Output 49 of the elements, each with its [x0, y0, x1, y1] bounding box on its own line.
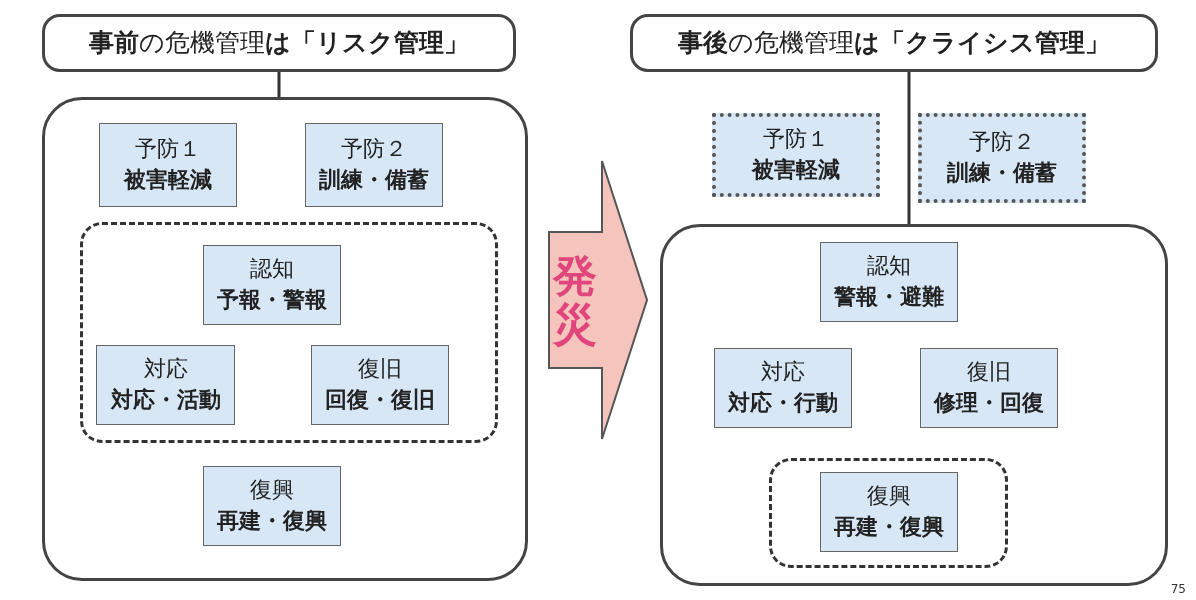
process-box [203, 245, 341, 325]
process-box [311, 345, 449, 425]
box-heading: 復旧 [358, 355, 402, 384]
event-label: 発災 [553, 251, 597, 349]
process-box [96, 345, 235, 425]
process-box [712, 113, 880, 197]
box-heading: 予防２ [341, 135, 407, 164]
title-box [630, 14, 1158, 72]
box-heading: 復興 [867, 482, 911, 511]
box-text: 再建・復興 [834, 513, 944, 541]
box-text: 被害軽減 [124, 166, 212, 194]
box-text: 対応・行動 [728, 389, 838, 417]
process-box [820, 472, 958, 552]
box-heading: 認知 [250, 255, 294, 284]
process-box [99, 123, 237, 207]
rounded-panel [42, 97, 528, 581]
process-box [918, 113, 1086, 203]
block-arrow [548, 160, 648, 440]
box-heading: 対応 [143, 355, 188, 384]
page-number: 75 [1170, 581, 1186, 598]
box-text: 再建・復興 [217, 507, 327, 535]
box-heading: 対応 [761, 358, 805, 387]
box-text: 訓練・備蓄 [319, 166, 429, 194]
box-text: 訓練・備蓄 [947, 159, 1057, 187]
dashed-group [769, 458, 1008, 568]
process-box [920, 348, 1058, 428]
title-text: 事前の危機管理は「リスク管理」 [89, 27, 469, 60]
box-heading: 予防１ [763, 125, 829, 154]
dashed-group [80, 222, 498, 443]
rounded-panel [660, 224, 1168, 586]
box-text: 警報・避難 [834, 283, 944, 311]
box-heading: 復興 [250, 476, 294, 505]
title-box [42, 14, 516, 72]
box-text: 回復・復旧 [325, 386, 435, 414]
connector-line [907, 72, 911, 224]
box-heading: 復旧 [967, 358, 1011, 387]
process-box [820, 242, 958, 322]
box-text: 被害軽減 [752, 156, 840, 184]
box-heading: 認知 [867, 252, 911, 281]
title-text: 事後の危機管理は「クライシス管理」 [678, 27, 1110, 60]
box-heading: 予防２ [969, 128, 1035, 157]
process-box [305, 123, 443, 207]
box-text: 修理・回復 [934, 389, 1044, 417]
process-box [203, 466, 341, 546]
connector-line [277, 72, 281, 97]
box-heading: 予防１ [135, 135, 201, 164]
box-text: 対応・活動 [110, 386, 221, 414]
box-text: 予報・警報 [217, 286, 327, 314]
process-box [714, 348, 852, 428]
